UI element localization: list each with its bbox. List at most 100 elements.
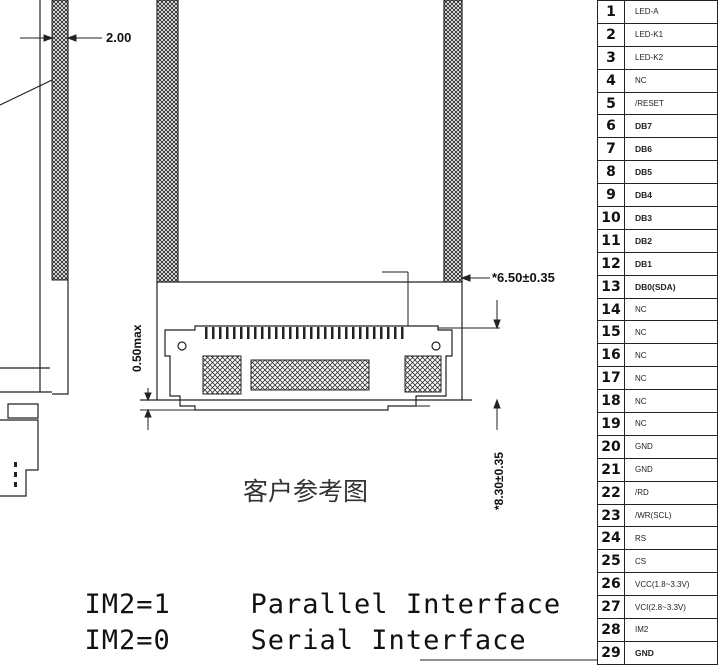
left-hatched-strip <box>51 0 69 281</box>
pin-signal: VCI(2.8~3.3V) <box>624 595 718 620</box>
pin-signal: RS <box>624 526 718 551</box>
pin-signal: NC <box>624 343 718 368</box>
pin-number: 17 <box>597 366 625 391</box>
pin-signal: DB7 <box>624 114 718 139</box>
offset-dimension <box>382 271 501 330</box>
pin-signal: DB0(SDA) <box>624 274 718 299</box>
connector-left-pad-block <box>202 355 242 395</box>
pin-number: 2 <box>597 22 625 47</box>
pin-signal: /RESET <box>624 91 718 116</box>
pin-signal: IM2 <box>624 618 718 642</box>
pin-number: 24 <box>597 526 625 551</box>
pin-number: 3 <box>597 45 625 70</box>
pin-number: 4 <box>597 68 625 93</box>
connector-pin-row <box>205 327 404 339</box>
reference-title: 客户参考图 <box>243 477 369 506</box>
connector-center-pad <box>250 359 370 391</box>
pin-signal: LED-K2 <box>624 45 718 70</box>
pin-number: 15 <box>597 320 625 345</box>
pin-number: 20 <box>597 434 625 459</box>
pin-number: 1 <box>597 0 625 24</box>
pin-signal: NC <box>624 366 718 391</box>
pin-signal: NC <box>624 412 718 436</box>
panel-outline <box>140 0 472 401</box>
width-dimension-label: 2.00 <box>106 30 132 45</box>
pin-number: 10 <box>597 206 625 230</box>
interface-description: Parallel Interface <box>250 589 562 620</box>
pin-number: 6 <box>597 114 625 139</box>
table-row: 22/RD <box>597 480 718 505</box>
pin-signal: /RD <box>624 480 718 505</box>
table-row: 5/RESET <box>597 91 718 116</box>
interface-mode-row: IM2=1 Parallel Interface <box>50 558 561 620</box>
pin-signal: GND <box>624 434 718 459</box>
pin-signal: NC <box>624 68 718 93</box>
pin-signal: /WR(SCL) <box>624 503 718 528</box>
pin-number: 18 <box>597 389 625 414</box>
max-dimension <box>140 388 195 430</box>
interface-mode: IM2=0 <box>84 625 171 656</box>
pin-number: 12 <box>597 251 625 276</box>
pin-signal: LED-A <box>624 0 718 24</box>
pin-number: 14 <box>597 297 625 322</box>
pin-signal: GND <box>624 640 718 665</box>
pin-number: 26 <box>597 572 625 597</box>
pin-number: 13 <box>597 274 625 299</box>
pin-number: 21 <box>597 457 625 482</box>
panel-left-hatched-strip <box>156 0 179 283</box>
pin-signal: DB4 <box>624 183 718 208</box>
pin-number: 8 <box>597 160 625 185</box>
panel-right-hatched-strip <box>443 0 463 283</box>
pin-number: 22 <box>597 480 625 505</box>
pin-signal: DB1 <box>624 251 718 276</box>
interface-mode: IM2=1 <box>84 589 171 620</box>
connector-right-pad-block <box>404 355 442 393</box>
table-row: 23/WR(SCL) <box>597 503 718 528</box>
pin-signal: NC <box>624 320 718 345</box>
max-dimension-label: 0.50max <box>130 324 144 372</box>
height-dimension <box>416 398 501 430</box>
pin-signal: DB3 <box>624 206 718 230</box>
pin-signal: GND <box>624 457 718 482</box>
pin-number: 28 <box>597 618 625 642</box>
pin-number: 11 <box>597 228 625 253</box>
pin-number: 29 <box>597 640 625 665</box>
height-dimension-label: *8.30±0.35 <box>492 452 506 510</box>
pin-signal: NC <box>624 297 718 322</box>
pin-signal: VCC(1.8~3.3V) <box>624 572 718 597</box>
pin-signal: LED-K1 <box>624 22 718 47</box>
pin-signal: DB2 <box>624 228 718 253</box>
pin-number: 25 <box>597 549 625 574</box>
width-dimension <box>20 34 102 42</box>
pin-signal: DB6 <box>624 137 718 162</box>
pin-number: 9 <box>597 183 625 208</box>
pin-signal: NC <box>624 389 718 414</box>
pin-number: 16 <box>597 343 625 368</box>
pin-number: 23 <box>597 503 625 528</box>
